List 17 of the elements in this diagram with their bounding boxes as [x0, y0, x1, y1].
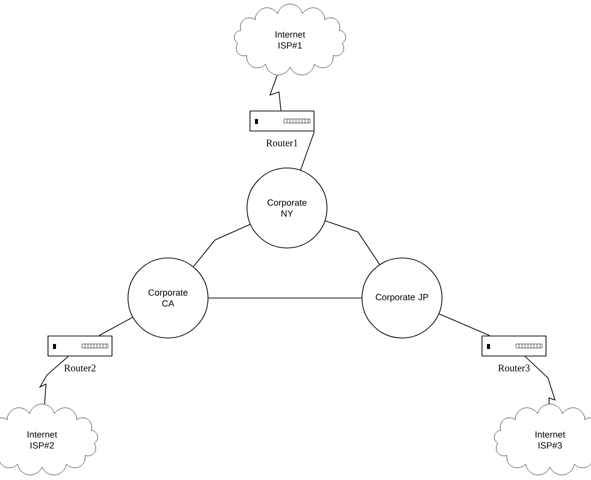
- internet-cloud: Internet ISP#1: [234, 4, 346, 76]
- connector-line: [324, 220, 380, 265]
- router-drawing: [250, 110, 314, 132]
- connector-line: [193, 224, 250, 267]
- router-drawing: [48, 336, 112, 356]
- router-label: Router2: [64, 364, 96, 372]
- internet-cloud: Internet ISP#2: [0, 404, 98, 476]
- router-label: Router1: [266, 140, 298, 146]
- connector-line: [524, 356, 556, 404]
- router-label: Router3: [498, 364, 530, 372]
- connector-line: [300, 131, 315, 170]
- internet-cloud: Internet ISP#3: [494, 404, 591, 476]
- connector-line: [98, 316, 133, 336]
- connector-line: [39, 356, 69, 404]
- connector-line: [438, 314, 490, 336]
- connector-line: [269, 74, 282, 111]
- router-drawing: [482, 336, 546, 356]
